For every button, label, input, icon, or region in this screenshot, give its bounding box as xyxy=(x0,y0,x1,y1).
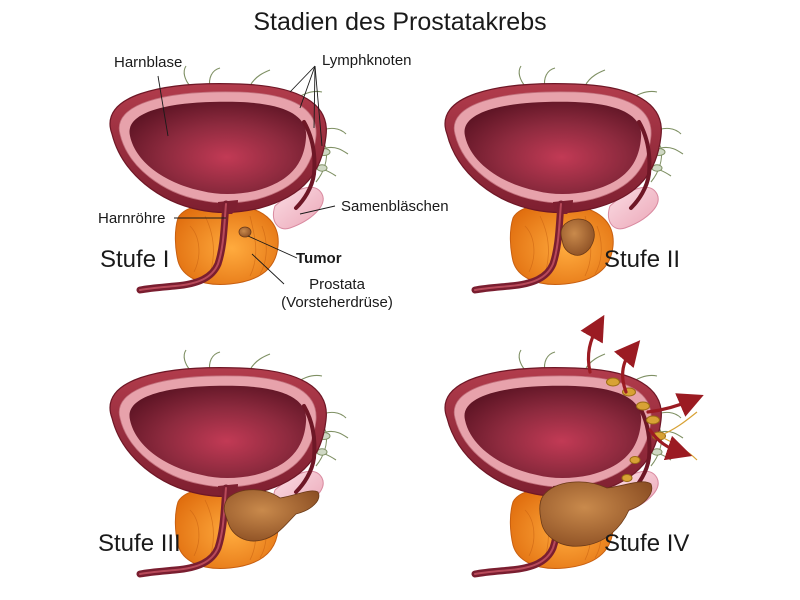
label-lymphknoten: Lymphknoten xyxy=(322,52,412,69)
label-prostata: Prostata xyxy=(309,276,365,293)
tumor-stage-2 xyxy=(560,218,595,256)
label-tumor: Tumor xyxy=(296,250,342,267)
diagram-stage-1 xyxy=(110,65,349,290)
stage-label-1: Stufe I xyxy=(100,246,170,273)
diagram-stage-2 xyxy=(445,65,684,290)
metastasis-arrows xyxy=(580,314,704,461)
page-title: Stadien des Prostatakrebs xyxy=(253,8,547,36)
tumor-stage-3 xyxy=(223,489,320,542)
label-harnroehre: Harnröhre xyxy=(98,210,166,227)
stage-label-4: Stufe IV xyxy=(604,530,690,557)
stage-label-2: Stufe II xyxy=(604,246,681,273)
label-samenblaeschen: Samenbläschen xyxy=(341,198,449,215)
stage-label-3: Stufe III xyxy=(98,530,181,557)
label-vorsteherdruese: (Vorsteherdrüse) xyxy=(281,294,393,311)
diagram-stage-3 xyxy=(110,349,349,574)
label-harnblase: Harnblase xyxy=(114,54,183,71)
label-leader-lines xyxy=(157,65,336,285)
tumor-stage-1 xyxy=(238,226,252,238)
tumor-stage-4 xyxy=(539,481,653,547)
